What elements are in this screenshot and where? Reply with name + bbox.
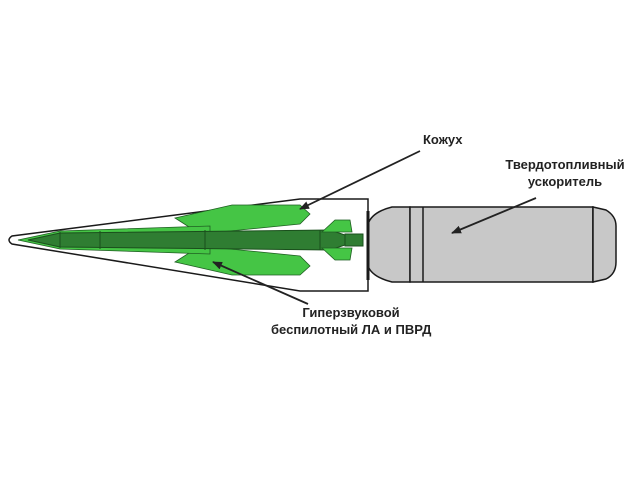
booster-leader-arrow: [451, 197, 537, 234]
uav-leader-arrow: [212, 261, 309, 305]
booster-nozzle: [592, 206, 617, 283]
booster-label: Твердотопливный ускоритель: [500, 156, 630, 190]
booster-label-line2: ускоритель: [527, 174, 603, 189]
uav-label-line2: беспилотный ЛА и ПВРД: [271, 322, 432, 337]
uav-label-line1: Гиперзвуковой: [302, 305, 400, 320]
uav-lower-tail-fin: [320, 247, 353, 261]
uav-label: Гиперзвуковой беспилотный ЛА и ПВРД: [271, 304, 431, 338]
uav-upper-tail-fin: [320, 219, 353, 233]
booster-body: [409, 206, 594, 283]
solid-fuel-booster: [366, 206, 617, 283]
booster-label-line1: Твердотопливный: [505, 157, 625, 172]
casing-label: Кожух: [423, 131, 463, 148]
hypersonic-uav: [17, 204, 364, 276]
casing-leader-arrow: [299, 150, 421, 210]
booster-nose-cap: [367, 206, 411, 283]
uav-fuselage: [27, 229, 346, 251]
casing-label-text: Кожух: [423, 132, 463, 147]
uav-ramjet-nozzle: [344, 233, 364, 247]
